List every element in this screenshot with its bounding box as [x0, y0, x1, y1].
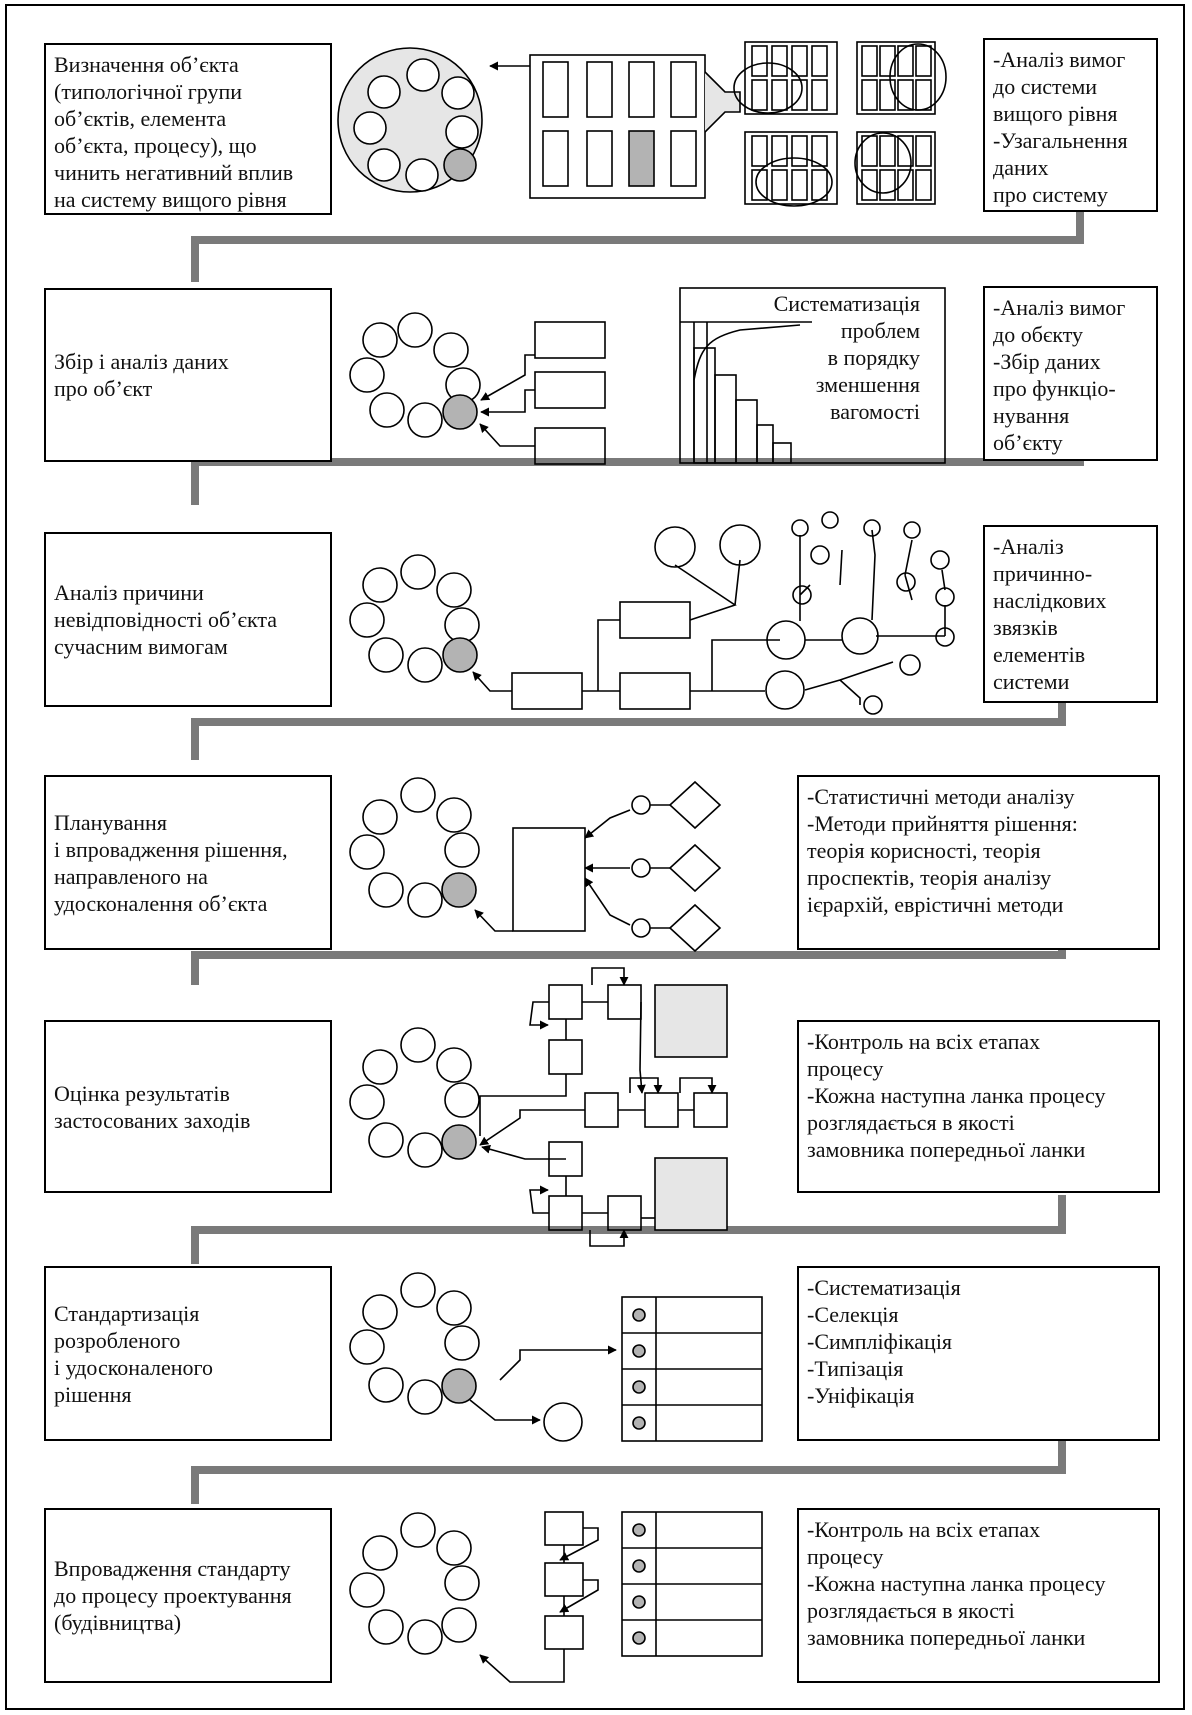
- stage6-standardization-graphic: [349, 1272, 763, 1442]
- stage3-cause-tree-graphic: [349, 511, 955, 715]
- highlight-element: [442, 637, 478, 673]
- highlight-element: [443, 148, 477, 182]
- stage2-left-box: Збір і аналіз даних про об’єкт: [44, 288, 332, 462]
- stage4-right-box: -Статистичні методи аналізу -Методи прий…: [797, 775, 1160, 950]
- stage5-right-box: -Контроль на всіх етапах процесу -Кожна …: [797, 1020, 1160, 1193]
- stage6-right-box: -Систематизація -Селекція -Симпліфікація…: [797, 1266, 1160, 1441]
- highlight-element: [441, 872, 477, 908]
- figure-frame: [5, 4, 1185, 1710]
- highlight-element: [441, 1368, 477, 1404]
- stage7-right-box: -Контроль на всіх етапах процесу -Кожна …: [797, 1508, 1160, 1683]
- stage4-decision-graphic: [349, 777, 722, 953]
- stage5-evaluation-graphic: [349, 967, 728, 1247]
- stage1-right-box: -Аналіз вимог до системи вищого рівня -У…: [983, 38, 1158, 212]
- stage7-implementation-graphic: [349, 1511, 763, 1683]
- pareto-chart: [679, 287, 946, 464]
- stage1-system-graphic: [337, 41, 947, 207]
- stage3-right-box: -Аналіз причинно- наслідкових звязків ел…: [983, 525, 1158, 703]
- highlight-element: [442, 394, 478, 430]
- stage7-left-box: Впровадження стандарту до процесу проект…: [44, 1508, 332, 1683]
- stage4-left-box: Планування і впровадження рішення, напра…: [44, 775, 332, 950]
- stage3-left-box: Аналіз причини невідповідності об’єкта с…: [44, 532, 332, 707]
- stage6-left-box: Стандартизація розробленого і удосконале…: [44, 1266, 332, 1441]
- highlight-element: [441, 1124, 477, 1160]
- stage2-right-box: -Аналіз вимог до обєкту -Збір даних про …: [983, 286, 1158, 461]
- stage5-left-box: Оцінка результатів застосованих заходів: [44, 1020, 332, 1193]
- pareto-label: Систематизація проблем в порядку зменшен…: [773, 291, 920, 424]
- stage1-left-box: Визначення об’єкта (типологічної групи о…: [44, 43, 332, 215]
- stage2-data-collection-graphic: [349, 287, 946, 465]
